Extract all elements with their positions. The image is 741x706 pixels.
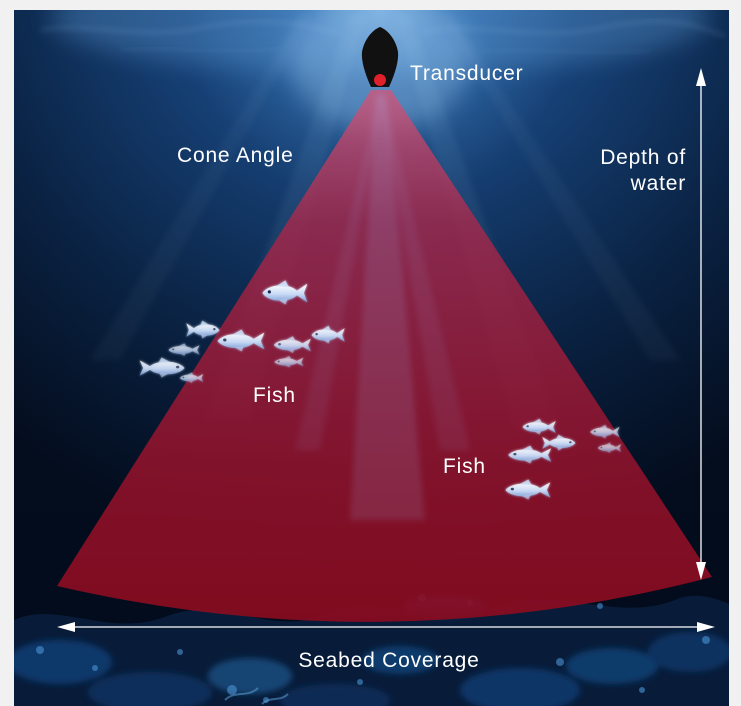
depth-arrow xyxy=(696,68,706,580)
coverage-arrow xyxy=(57,622,715,632)
light-ray xyxy=(440,15,680,360)
fish-label-right: Fish xyxy=(443,455,486,478)
depth-of-water-label-line1: Depth of xyxy=(600,146,686,169)
light-ray xyxy=(90,15,312,360)
seabed-coverage-label: Seabed Coverage xyxy=(298,649,479,672)
fish-label-left: Fish xyxy=(253,384,296,407)
transducer-label: Transducer xyxy=(410,62,523,85)
transducer-icon xyxy=(361,27,399,87)
cone-angle-label: Cone Angle xyxy=(177,144,294,167)
cone-light-streaks xyxy=(295,95,470,520)
depth-of-water-label-line2: water xyxy=(630,172,686,195)
seabed xyxy=(14,594,729,706)
transducer-sensor-dot xyxy=(374,74,386,86)
